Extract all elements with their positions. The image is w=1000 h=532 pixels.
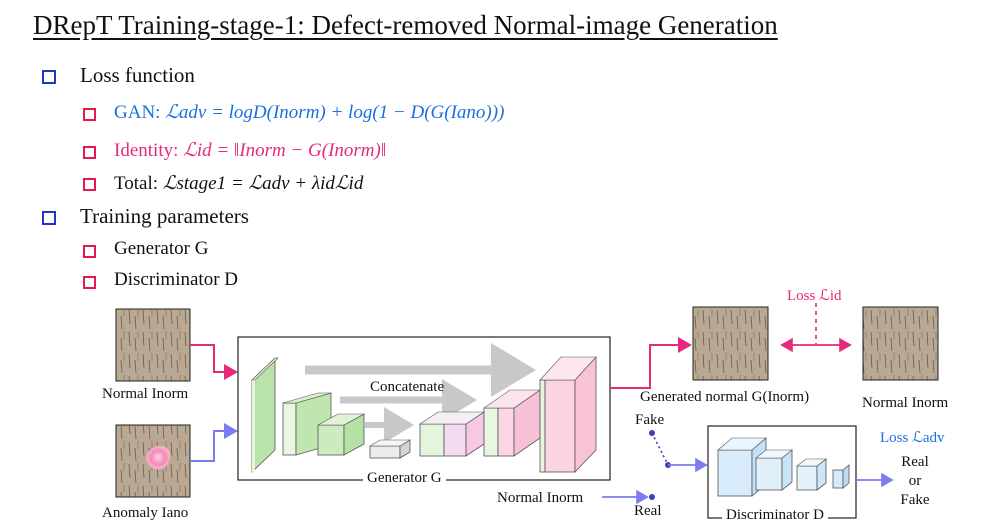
total-prefix: Total: (114, 173, 163, 194)
normal-input-label: Normal Inorm (102, 386, 189, 402)
bullet-loss-function: Loss function (80, 63, 195, 87)
bullet-training-parameters: Training parameters (80, 204, 249, 228)
bullet-square-icon (83, 245, 96, 258)
output-or: or (908, 473, 922, 489)
loss-id-label: Loss ℒid (787, 288, 842, 304)
generated-normal-label: Generated normal G(Inorm) (640, 389, 810, 405)
slide-title: DRepT Training-stage-1: Defect-removed N… (33, 10, 778, 40)
decoder-block-2 (483, 389, 541, 457)
anomaly-input-arrow (190, 423, 238, 462)
bullet-square-icon (83, 108, 96, 121)
normal-input-image (115, 308, 191, 382)
total-loss-line: Total: ℒstage1 = ℒadv + λidℒid (114, 172, 363, 195)
bullet-square-icon (83, 178, 96, 191)
disc-block-2 (755, 449, 793, 491)
real-node (649, 494, 655, 500)
bullet-square-icon (83, 276, 96, 289)
encoder-block-1 (251, 357, 279, 473)
disc-output-labels: Real or Fake (893, 453, 937, 510)
output-real: Real (901, 454, 929, 470)
target-normal-image (862, 306, 939, 381)
anomaly-input-label: Anomaly Iano (102, 505, 189, 521)
identity-formula: ℒid = ‖Inorm − G(Inorm)‖ (183, 140, 387, 161)
target-normal-label: Normal Inorm (862, 395, 949, 411)
gan-formula: ℒadv = logD(Inorm) + log(1 − D(G(Iano))) (165, 102, 505, 123)
decoder-block-1 (419, 411, 485, 457)
identity-prefix: Identity: (114, 140, 184, 161)
disc-block-3 (796, 458, 827, 491)
decoder-block-3 (539, 355, 597, 473)
bullet-square-icon (83, 146, 96, 159)
disc-block-4 (832, 464, 850, 489)
identity-loss-line: Identity: ℒid = ‖Inorm − G(Inorm)‖ (114, 139, 386, 162)
generator-label: Generator G (363, 470, 446, 487)
bottleneck-block (368, 439, 412, 459)
concatenate-label: Concatenate (370, 379, 445, 395)
fake-label: Fake (635, 412, 665, 428)
gan-prefix: GAN: (114, 102, 166, 123)
generated-normal-image (692, 306, 769, 381)
anomaly-input-image (115, 424, 191, 498)
normal-input-arrow (190, 344, 238, 380)
encoder-block-3 (317, 413, 365, 456)
total-formula: ℒstage1 = ℒadv + λidℒid (162, 173, 364, 194)
bullet-square-icon (42, 70, 56, 84)
normal-real-label: Normal Inorm (497, 490, 584, 506)
bullet-square-icon (42, 211, 56, 225)
bullet-discriminator: Discriminator D (114, 269, 239, 290)
generated-output-arrow (610, 337, 692, 389)
loss-adv-label: Loss ℒadv (880, 430, 945, 446)
output-fake: Fake (900, 492, 930, 508)
real-label: Real (634, 503, 662, 519)
bullet-generator: Generator G (114, 238, 209, 259)
discriminator-label: Discriminator D (722, 507, 828, 524)
gan-loss-line: GAN: ℒadv = logD(Inorm) + log(1 − D(G(Ia… (114, 101, 504, 124)
